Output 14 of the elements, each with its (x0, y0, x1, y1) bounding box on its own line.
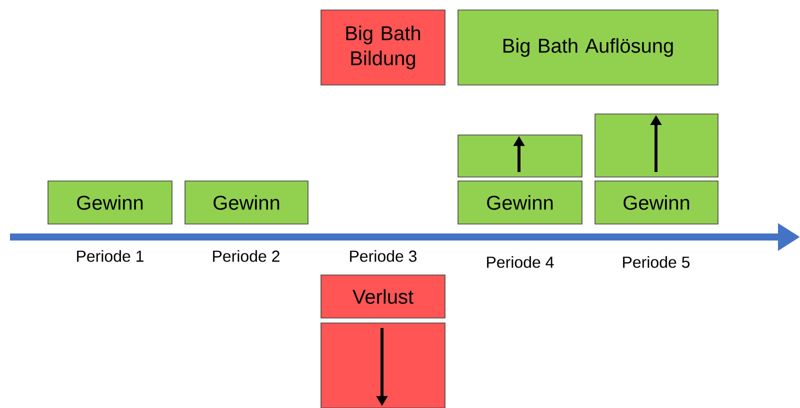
empty-box (320, 322, 446, 408)
text-box: Verlust (320, 274, 446, 318)
text-box: Gewinn (184, 180, 308, 224)
period-label: Periode 4 (487, 256, 554, 268)
period-label: Periode 1 (77, 250, 144, 262)
empty-box (458, 134, 582, 178)
text-box: Gewinn (458, 180, 582, 224)
text-box: Big Bath Bildung (320, 10, 446, 86)
text-box: Big Bath Auflösung (458, 10, 718, 86)
text-box: Gewinn (48, 180, 172, 224)
empty-box (594, 114, 718, 178)
text-box: Gewinn (594, 180, 718, 224)
period-label: Periode 2 (213, 250, 280, 262)
period-label: Periode 5 (623, 256, 690, 268)
